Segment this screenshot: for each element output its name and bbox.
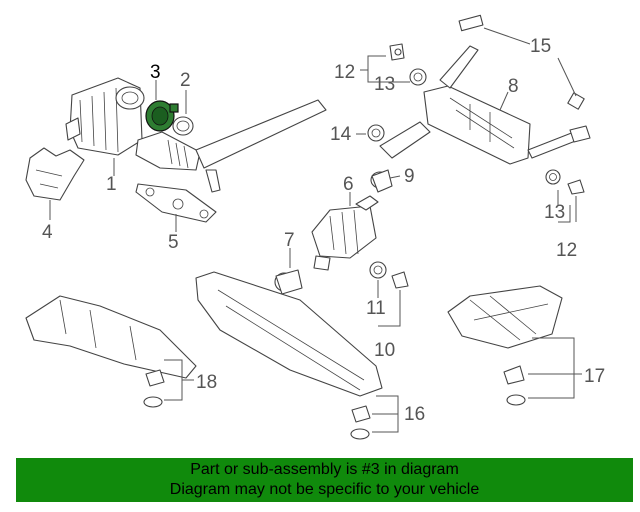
- callout-8: 8: [508, 76, 519, 97]
- callout-4: 4: [42, 222, 53, 243]
- catalytic-converter-part[interactable]: [65, 77, 201, 171]
- center-muffler-part[interactable]: [311, 195, 379, 271]
- leader-lines: [49, 27, 582, 433]
- callout-18: 18: [196, 372, 217, 393]
- heat-shield-front[interactable]: [25, 295, 197, 408]
- callout-13-top: 13: [374, 74, 395, 95]
- tailpipe-tip-part[interactable]: [458, 14, 585, 110]
- callout-1: 1: [106, 174, 117, 195]
- rear-muffler-part[interactable]: [379, 45, 591, 165]
- clamp-part-highlighted[interactable]: [145, 100, 179, 132]
- callout-9: 9: [404, 166, 415, 187]
- heat-shield-rear[interactable]: [447, 285, 563, 406]
- callout-5: 5: [168, 232, 179, 253]
- callout-17: 17: [584, 366, 605, 387]
- callout-labels: 1 2 3 4 5 6 7 8 9 10 11 12 12 13 13 14 1…: [42, 36, 605, 425]
- banner-line-2: Diagram may not be specific to your vehi…: [169, 481, 480, 498]
- rubber-mount-13[interactable]: [409, 68, 427, 86]
- rubber-mount-14[interactable]: [367, 124, 385, 142]
- heat-shield-center[interactable]: [195, 271, 383, 440]
- flange-gasket-part[interactable]: [135, 183, 217, 223]
- callout-12-top: 12: [334, 62, 355, 83]
- clamp-part-9[interactable]: [370, 169, 393, 193]
- mount-part-11[interactable]: [369, 261, 409, 289]
- callout-7: 7: [284, 230, 295, 251]
- callout-16: 16: [404, 404, 425, 425]
- callout-2: 2: [180, 70, 191, 91]
- callout-14: 14: [330, 124, 352, 145]
- callout-3: 3: [150, 62, 161, 83]
- callout-12-right: 12: [556, 240, 577, 261]
- callout-11: 11: [366, 298, 386, 319]
- front-pipe: [195, 99, 327, 193]
- exhaust-system-diagram: 1 2 3 4 5 6 7 8 9 10 11 12 12 13 13 14 1…: [25, 14, 605, 440]
- gasket-part[interactable]: [172, 116, 194, 136]
- callout-6: 6: [343, 174, 354, 195]
- bracket-part-4[interactable]: [25, 147, 85, 201]
- info-banner: Part or sub-assembly is #3 in diagram Di…: [16, 458, 633, 502]
- callout-10: 10: [374, 340, 395, 361]
- hanger-bracket-12[interactable]: [389, 43, 405, 61]
- callout-13-right: 13: [544, 202, 565, 223]
- clamp-part-7[interactable]: [274, 269, 303, 295]
- banner-line-1: Part or sub-assembly is #3 in diagram: [190, 461, 459, 478]
- rubber-mount-right[interactable]: [545, 169, 585, 195]
- callout-15: 15: [530, 36, 551, 57]
